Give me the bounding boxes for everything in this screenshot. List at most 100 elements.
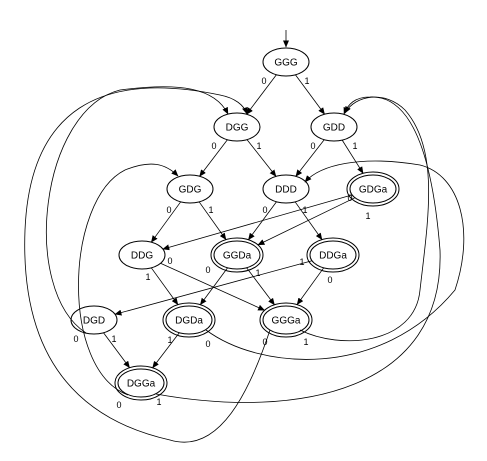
state-label: DGDa [175, 316, 203, 327]
edge-label-ggga-1: 1 [303, 337, 308, 347]
state-node-ddg: DDG [118, 240, 166, 270]
state-ellipse [262, 305, 310, 335]
edge-label-dgg-0: 0 [211, 141, 216, 151]
edge-label-gdga-0: 0 [347, 193, 352, 203]
edge-label-dgg-1: 1 [256, 141, 261, 151]
state-ellipse [262, 47, 310, 77]
edge-ddga-to-ggga [296, 267, 325, 306]
edge-ddg-to-ggga [160, 262, 266, 311]
state-label: DGGa [127, 379, 156, 390]
state-label: DDGa [319, 251, 347, 262]
state-label: DGG [226, 123, 249, 134]
state-ellipse [118, 240, 166, 270]
edge-label-gdd-1: 1 [352, 141, 357, 151]
edge-label-ggda-1: 1 [255, 268, 260, 278]
edge-ggg-to-dgg [246, 74, 277, 115]
edge-ddg-to-dgda [150, 267, 179, 306]
state-ellipse [213, 240, 261, 270]
edge-label-gdd-0: 0 [310, 141, 315, 151]
state-label: DDG [131, 251, 153, 262]
edge-gdg-to-ddg [150, 201, 182, 243]
state-node-ggga: GGGa [259, 302, 313, 338]
edge-dgda-to-dgga [152, 332, 180, 369]
state-node-dgda: DGDa [162, 302, 216, 338]
state-label: GDGa [359, 185, 388, 196]
edge-gdd-to-ddd [295, 139, 325, 177]
state-label: GDD [323, 123, 345, 134]
edge-label-ddg-1: 1 [145, 272, 150, 282]
state-node-ddga: DDGa [306, 237, 360, 273]
state-node-ggg: GGG [262, 47, 310, 77]
state-node-ddd: DDD [262, 174, 310, 204]
edge-labels-layer: 0 1 0 1 0 1 0 1 0 1 0 1 1 0 0 1 1 0 0 1 1 0 0 1 0 1 [73, 76, 370, 410]
edge-dgg-to-gdg [199, 139, 228, 177]
state-label: GGDa [223, 251, 252, 262]
state-ellipse [262, 174, 310, 204]
state-ellipse [213, 112, 261, 142]
state-node-gdg: GDG [166, 174, 214, 204]
edge-dgg-to-ddd [246, 139, 277, 177]
state-ellipse [117, 368, 165, 398]
edge-label-ddd-1: 1 [302, 205, 307, 215]
edge-gdga-to-ggda [257, 197, 356, 246]
accepting-ring [346, 171, 400, 207]
edge-ggda-to-ggga [246, 267, 275, 306]
edge-label-dgga-0: 0 [116, 400, 121, 410]
state-ellipse [349, 174, 397, 204]
edge-gdg-to-ggda [198, 201, 227, 241]
edge-label-ggg-1: 1 [304, 76, 309, 86]
edges-layer [24, 30, 465, 443]
edge-dgd-to-dgg [46, 86, 229, 334]
accepting-ring [306, 237, 360, 273]
state-node-ggda: GGDa [210, 237, 264, 273]
state-label: DGD [83, 316, 105, 327]
edge-ggg-to-gdd [295, 74, 325, 115]
state-label: DDD [275, 185, 297, 196]
edge-dgga-to-gdg [78, 163, 179, 396]
edge-label-dgga-1: 1 [156, 397, 161, 407]
state-label: GDG [179, 185, 202, 196]
edge-gdga-to-ddg [162, 194, 353, 251]
edge-label-dgd-0: 0 [73, 334, 78, 344]
state-node-dgd: DGD [70, 305, 118, 335]
state-ellipse [309, 240, 357, 270]
edge-label-gdga-1: 1 [365, 211, 370, 221]
edge-label-ddga-0: 0 [327, 275, 332, 285]
state-ellipse [70, 305, 118, 335]
edge-label-ggg-0: 0 [261, 76, 266, 86]
state-ellipse [310, 112, 358, 142]
accepting-ring [210, 237, 264, 273]
state-node-dgga: DGGa [114, 365, 168, 401]
edge-label-ddga-1: 1 [299, 257, 304, 267]
state-node-dgg: DGG [213, 112, 261, 142]
accepting-ring [259, 302, 313, 338]
accepting-ring [114, 365, 168, 401]
state-ellipse [165, 305, 213, 335]
edge-dgd-to-dgga [103, 332, 130, 369]
state-label: GGG [274, 58, 298, 69]
edge-label-ddg-0: 0 [167, 256, 172, 266]
edge-ggga-to-dgg [24, 87, 271, 443]
state-node-gdd: GDD [310, 112, 358, 142]
state-ellipse [166, 174, 214, 204]
accepting-ring [162, 302, 216, 338]
state-label: GGGa [272, 316, 301, 327]
edge-label-dgd-1: 1 [111, 334, 116, 344]
edge-ggga-to-gdd [299, 96, 430, 342]
edge-ggda-to-dgda [199, 267, 228, 306]
edge-label-ggda-0: 0 [205, 265, 210, 275]
edge-ddga-to-dgd [114, 260, 313, 316]
edge-dgga-to-gdd [155, 96, 441, 403]
edge-label-dgda-1: 1 [167, 335, 172, 345]
edge-label-gdg-0: 0 [166, 205, 171, 215]
edge-label-ggga-0: 0 [262, 337, 267, 347]
edge-dgda-to-ddd [205, 160, 465, 360]
edge-gdd-to-gdga [341, 139, 364, 174]
edge-label-dgda-0: 0 [205, 339, 210, 349]
edge-label-ddd-0: 0 [262, 205, 267, 215]
state-node-gdga: GDGa [346, 171, 400, 207]
edge-label-gdg-1: 1 [208, 205, 213, 215]
